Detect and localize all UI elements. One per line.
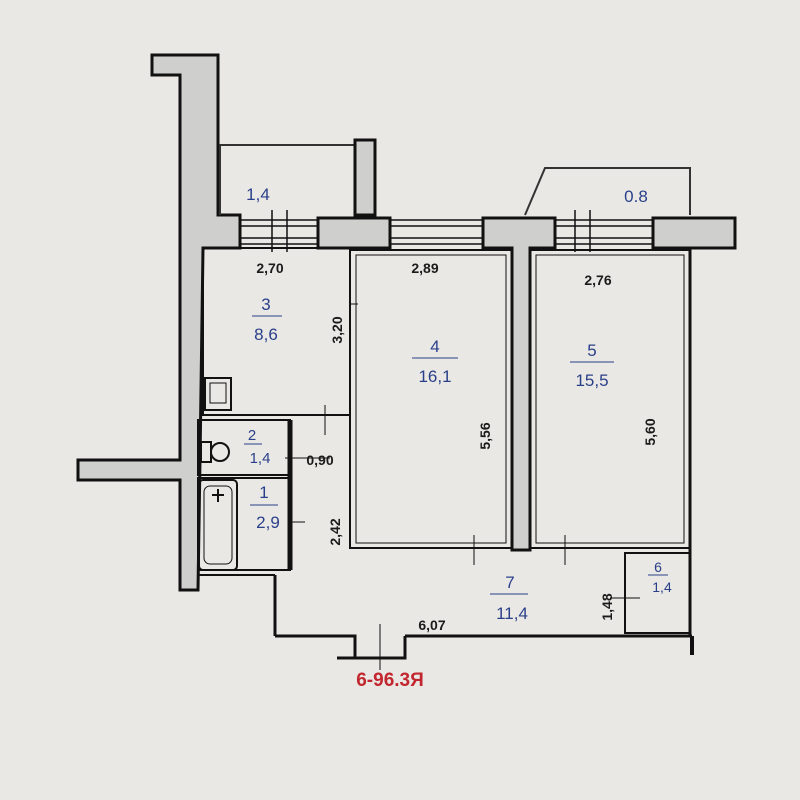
room-2-label: 2 1,4 [244, 427, 270, 467]
room-6-label: 6 1,4 [648, 559, 672, 595]
room-7-area: 11,4 [496, 604, 528, 623]
room-3-label: 3 8,6 [252, 295, 282, 344]
room-2-number: 2 [248, 427, 256, 444]
interior-walls [197, 247, 694, 655]
room-4-label: 4 16,1 [412, 337, 458, 386]
dim-room4-width: 2,89 [411, 260, 438, 276]
room-5-area: 15,5 [575, 371, 608, 390]
dim-corridor-depth: 1,48 [599, 593, 615, 620]
dim-room2-width: 0,90 [306, 452, 333, 468]
exterior-wall [76, 53, 242, 592]
room-3-number: 3 [261, 295, 270, 314]
bathtub-icon [198, 479, 238, 571]
room-7-number: 7 [505, 573, 514, 592]
room-4-area: 16,1 [418, 367, 451, 386]
balcony-right [524, 167, 691, 216]
dim-room5-length: 5,60 [642, 418, 658, 445]
dim-corridor-length: 6,07 [418, 617, 445, 633]
entry-door [337, 624, 407, 670]
room-5-number: 5 [587, 341, 596, 360]
room-7-label: 7 11,4 [490, 573, 528, 623]
dim-room4-length: 5,56 [477, 422, 493, 449]
plan-stamp: 6-96.3Я [356, 670, 424, 691]
room-1-label: 1 2,9 [250, 483, 280, 532]
dim-room3-width: 2,70 [256, 260, 283, 276]
room-6-number: 6 [654, 559, 662, 575]
room-3-area: 8,6 [254, 325, 278, 344]
room-1-area: 2,9 [256, 513, 280, 532]
balcony-left-area: 1,4 [246, 185, 270, 204]
room-4-number: 4 [430, 337, 439, 356]
toilet-icon [200, 441, 230, 463]
dim-room5-width: 2,76 [584, 272, 611, 288]
room-2-area: 1,4 [250, 450, 271, 467]
room-6-area: 1,4 [652, 579, 672, 595]
sink-icon [204, 377, 232, 411]
window-wall [240, 210, 737, 552]
room-5-label: 5 15,5 [570, 341, 614, 390]
balcony-right-area: 0.8 [624, 187, 648, 206]
dim-hall-depth: 2,42 [327, 518, 343, 545]
dim-room3-length: 3,20 [329, 316, 345, 343]
dimension-ticks [285, 303, 640, 599]
balcony-left [219, 138, 377, 217]
room-1-number: 1 [259, 483, 268, 502]
